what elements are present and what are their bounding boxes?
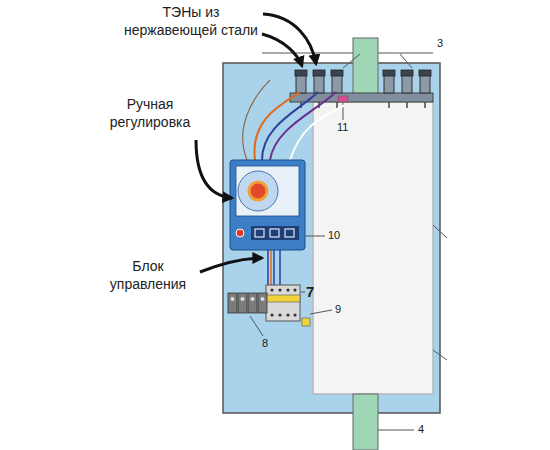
terminal-screw: [251, 297, 255, 301]
leader-line: [310, 310, 332, 314]
wire: [270, 92, 336, 160]
boiler-housing: [223, 63, 440, 413]
indicator-lamp: [236, 229, 244, 237]
water-tank: [313, 102, 433, 394]
pointer-arrow: [263, 14, 316, 64]
contactor-stripe: [266, 295, 300, 302]
wire: [243, 80, 270, 160]
leader-line: [305, 236, 325, 237]
bolt-stud: [388, 102, 390, 108]
thermostat-face: [236, 166, 299, 216]
contactor: [266, 285, 300, 321]
wire: [290, 105, 345, 160]
outlet-pipe: [353, 38, 378, 98]
leader-line: [343, 54, 360, 68]
bolt-stud: [406, 102, 408, 108]
fuse: [302, 318, 310, 326]
digital-display: [251, 226, 299, 240]
element-cap: [401, 70, 413, 76]
bolt-stud: [424, 102, 426, 108]
terminal-clamp: [238, 293, 247, 313]
pointer-arrow: [200, 258, 262, 272]
pointer-arrow: [196, 140, 232, 198]
dial-ring: [238, 171, 278, 211]
control-panel: [230, 160, 305, 250]
annotation-label: ТЭНы из нержавеющей стали: [120, 4, 262, 39]
heating-element: [384, 74, 394, 93]
element-cap: [331, 70, 343, 76]
terminal-screw: [241, 297, 245, 301]
terminal-clamp: [228, 293, 237, 313]
callout-number: 8: [262, 337, 268, 351]
manual-dial: [249, 182, 267, 200]
terminal-screw: [231, 297, 235, 301]
pointer-arrow: [262, 34, 302, 66]
heating-element: [420, 74, 430, 93]
terminal-clamp: [258, 293, 267, 313]
annotation-label: Ручная регулировка: [98, 96, 202, 131]
annotation-label: Блок управления: [96, 258, 200, 293]
wire: [268, 250, 280, 285]
heating-element: [296, 74, 306, 93]
element-cap: [419, 70, 431, 76]
leader-line: [250, 316, 263, 336]
leader-line: [400, 54, 412, 68]
callout-number: 7: [306, 283, 314, 302]
sensor: [338, 96, 348, 102]
element-cap: [295, 70, 307, 76]
leader-line: [262, 53, 433, 54]
callout-number: 3: [437, 37, 443, 51]
heating-element: [314, 74, 324, 93]
leader-line: [301, 292, 305, 293]
callout-number: 9: [335, 303, 341, 317]
heating-elements: [295, 70, 431, 108]
inlet-pipe: [353, 394, 378, 450]
element-cap: [383, 70, 395, 76]
terminal-screw: [261, 297, 265, 301]
leader-line: [378, 430, 414, 431]
callout-number: 4: [418, 423, 424, 437]
heating-element: [332, 74, 342, 93]
terminal-clamp: [248, 293, 257, 313]
contactor-terminals: [270, 288, 296, 316]
element-cap: [313, 70, 325, 76]
wire: [270, 250, 272, 285]
callout-number: 11: [337, 121, 348, 135]
display-segments: [255, 229, 294, 237]
leader-line: [433, 225, 447, 238]
terminal-block: [228, 293, 267, 313]
bolt-stud: [336, 102, 338, 108]
callout-number: 10: [328, 229, 340, 243]
heating-element: [402, 74, 412, 93]
leader-line: [433, 350, 447, 360]
